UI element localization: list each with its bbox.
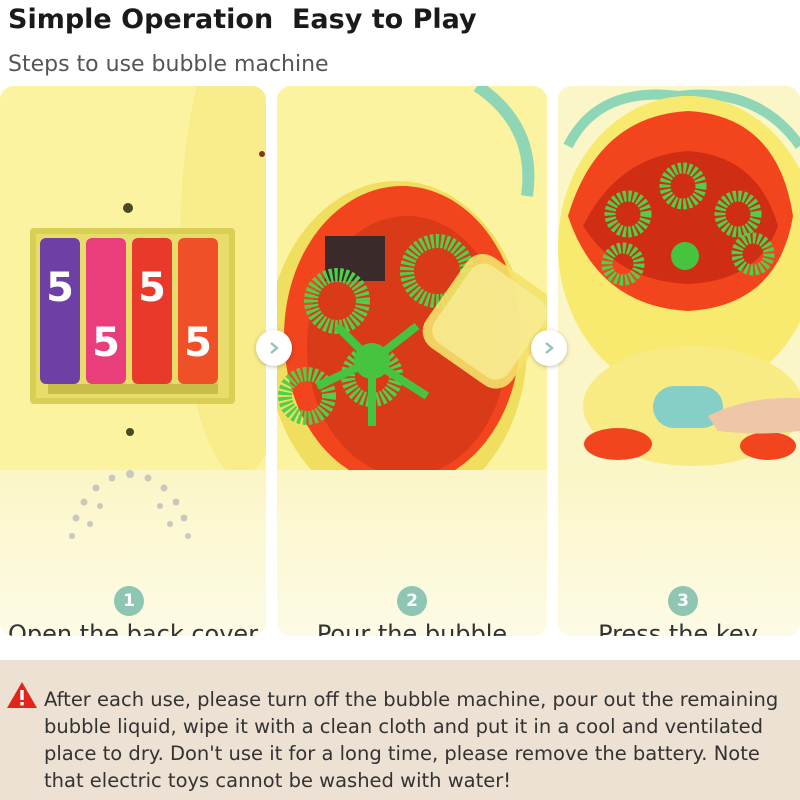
warning-triangle-icon: [7, 682, 37, 708]
bubble-liquid-pour-photo: [277, 86, 547, 470]
battery-label: 5: [46, 265, 74, 311]
step-3-panel: 3 Press the key: [558, 86, 800, 636]
chevron-right-icon: [270, 342, 279, 354]
page-title: Simple Operation Easy to Play: [8, 4, 477, 35]
chevron-right-icon: [545, 342, 554, 354]
step-1-number-badge: 1: [114, 586, 144, 616]
battery-label: 5: [184, 320, 212, 366]
next-step-arrow-2: [531, 330, 567, 366]
battery-compartment-photo: 5 5 5 5: [0, 86, 266, 470]
speaker-holes-icon: [69, 470, 191, 539]
step-1-text: Open the back cover and put in 4 batteri…: [7, 620, 259, 636]
next-step-arrow-1: [256, 330, 292, 366]
step-2-number-badge: 2: [397, 586, 427, 616]
battery-label: 5: [138, 265, 166, 311]
step-2-text: Pour the bubble liquid into the bubble l…: [316, 620, 508, 636]
battery-label: 5: [92, 320, 120, 366]
step-3-number-badge: 3: [668, 586, 698, 616]
page-subtitle: Steps to use bubble machine: [8, 52, 329, 77]
step-3-text: Press the key: [598, 620, 758, 636]
step-2-panel: 2 Pour the bubble liquid into the bubble…: [277, 86, 547, 636]
warning-text: After each use, please turn off the bubb…: [44, 688, 779, 792]
warning-notice: [0, 660, 800, 800]
press-key-photo: [558, 86, 800, 470]
step-1-panel: 5 5 5 5 1 Open the back cover and put in…: [0, 86, 266, 636]
